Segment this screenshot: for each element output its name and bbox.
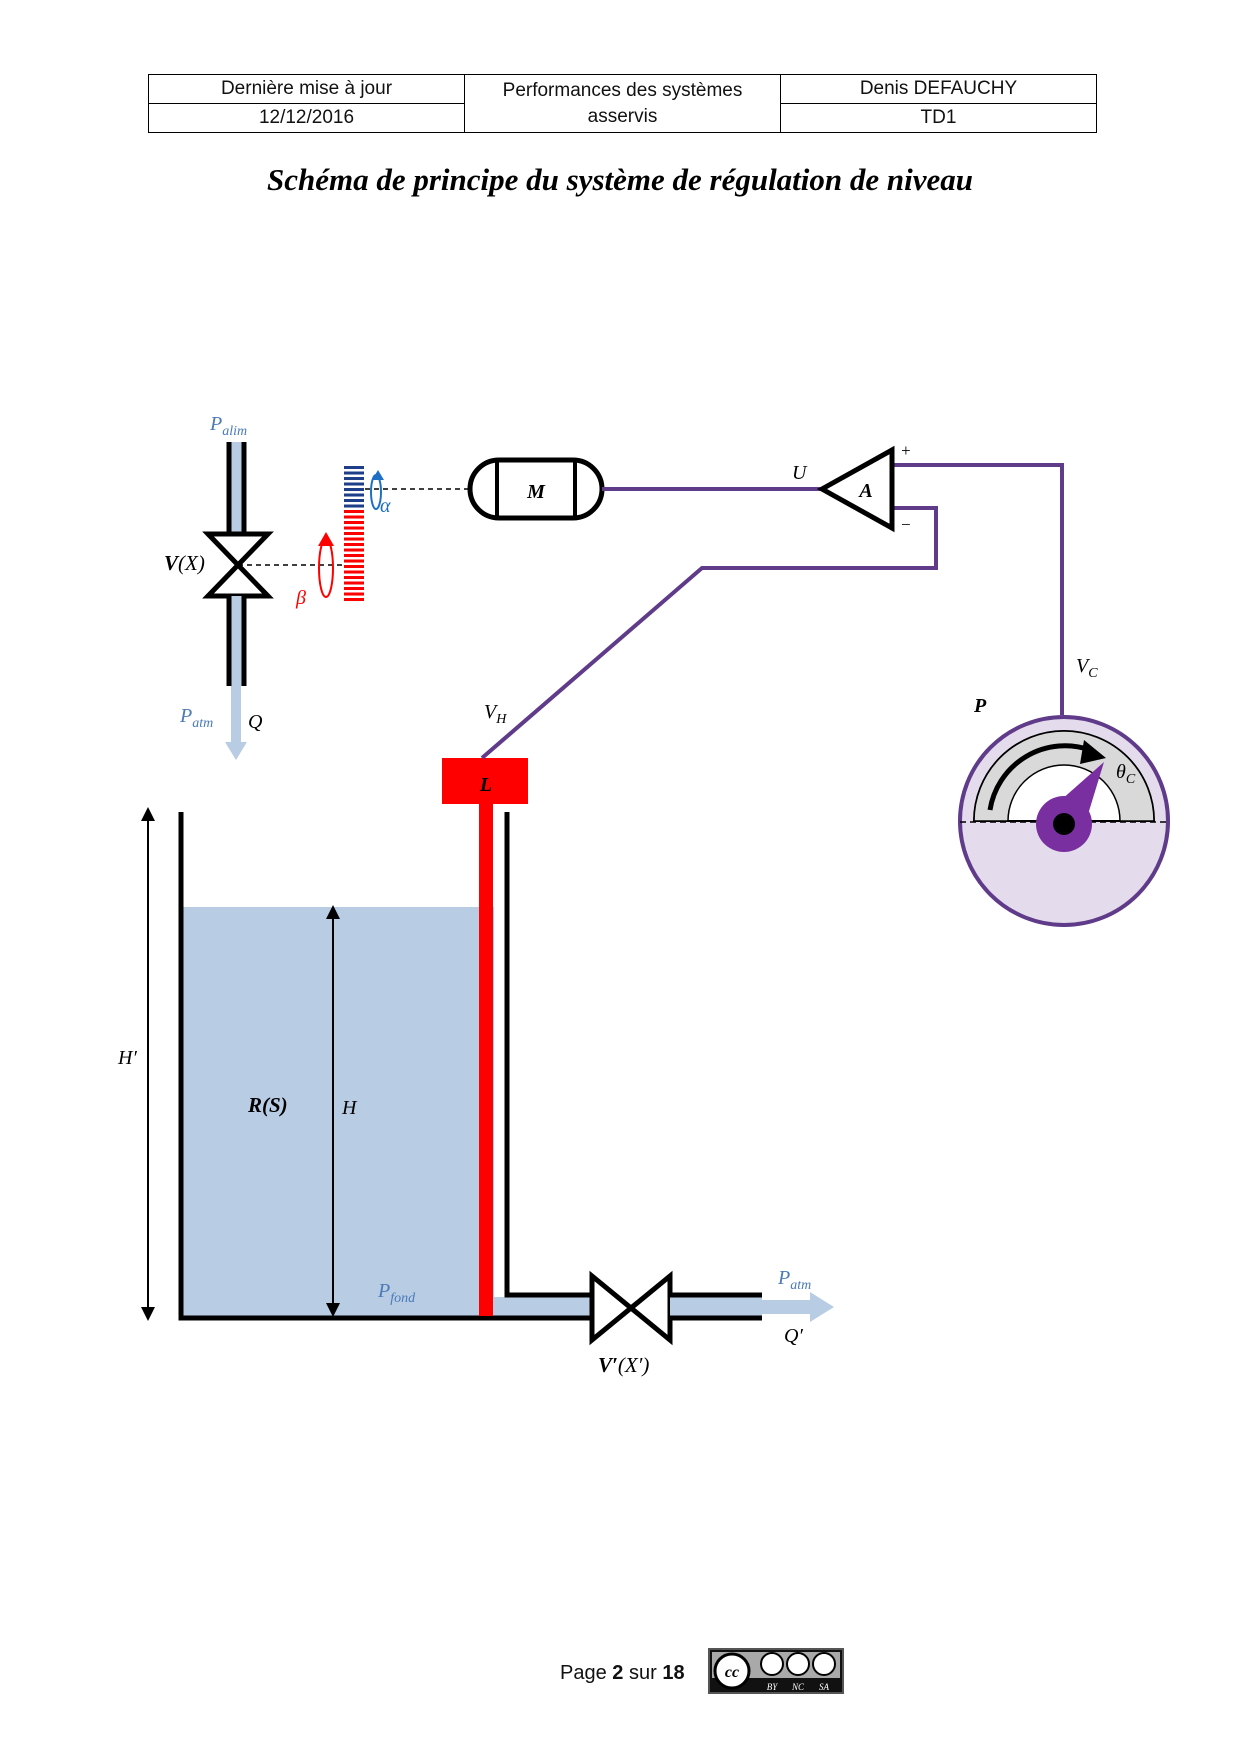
- signal-wires: [480, 463, 1064, 760]
- cc-nc: NC: [791, 1682, 805, 1692]
- cc-license-badge: cc BY NC SA: [708, 1648, 844, 1694]
- red-gear-tooth: [344, 598, 364, 602]
- p-fond-label: Pfond: [377, 1280, 416, 1306]
- doc-id: TD1: [780, 103, 1097, 133]
- outlet-valve[interactable]: [589, 1270, 673, 1346]
- author: Denis DEFAUCHY: [780, 74, 1097, 104]
- page-number: 2: [612, 1662, 624, 1684]
- h-label: H: [341, 1097, 358, 1119]
- blue-gear-tooth: [344, 482, 364, 486]
- nc-icon: [786, 1652, 810, 1676]
- inlet-pipe-water-top: [230, 442, 243, 534]
- potentiometer-knob[interactable]: [1036, 762, 1104, 852]
- plus-sign: +: [900, 441, 911, 460]
- red-gear-tooth: [344, 587, 364, 591]
- p-alim-label: Palim: [209, 413, 247, 439]
- cc-by: BY: [767, 1682, 778, 1692]
- h-prime-label: H′: [117, 1047, 137, 1069]
- red-gear: [344, 510, 364, 602]
- course-title: Performances des systèmes asservis: [464, 74, 781, 133]
- red-gear-tooth: [344, 581, 364, 585]
- blue-gear-tooth: [344, 488, 364, 492]
- level-sensor-rod: [479, 804, 493, 1316]
- alpha-rotation-arrowhead: [372, 470, 384, 480]
- inlet-valve-label: V(X): [164, 551, 205, 575]
- red-gear-tooth: [344, 576, 364, 580]
- blue-gear-tooth: [344, 471, 364, 475]
- course-line2: asservis: [587, 105, 658, 127]
- red-gear-tooth: [344, 565, 364, 569]
- page-total: 18: [662, 1662, 685, 1684]
- outlet-pipe-top: [504, 812, 592, 1298]
- potentiometer-label: P: [973, 695, 987, 717]
- reservoir-label: R(S): [247, 1093, 288, 1117]
- outlet-water: [494, 1297, 590, 1317]
- beta-label: β: [295, 587, 306, 609]
- minus-sign: −: [900, 515, 911, 534]
- last-update-label: Dernière mise à jour: [148, 74, 465, 104]
- red-gear-tooth: [344, 510, 364, 514]
- red-gear-tooth: [344, 554, 364, 558]
- blue-gear-tooth: [344, 466, 364, 470]
- outlet-pipe-water: [670, 1297, 762, 1317]
- motor-label: M: [526, 481, 546, 503]
- beta-rotation-arrowhead: [318, 532, 334, 546]
- page-title: Schéma de principe du système de régulat…: [266, 162, 974, 197]
- u-label: U: [792, 462, 808, 484]
- blue-gear-tooth: [344, 493, 364, 497]
- amplifier-label: A: [857, 480, 872, 502]
- amplifier[interactable]: [816, 445, 895, 533]
- red-gear-tooth: [344, 592, 364, 596]
- red-gear-tooth: [344, 548, 364, 552]
- course-line1: Performances des systèmes: [502, 79, 743, 101]
- sa-icon: [812, 1652, 836, 1676]
- v-h-label: VH: [484, 701, 507, 727]
- red-gear-tooth: [344, 515, 364, 519]
- theta-c-arrowhead: [1080, 740, 1106, 764]
- page-footer: Page 2 sur 18: [560, 1662, 685, 1685]
- level-sensor-head[interactable]: [442, 758, 528, 804]
- q-prime-label: Q′: [784, 1325, 803, 1347]
- blue-gear-tooth: [344, 499, 364, 503]
- by-icon: [760, 1652, 784, 1676]
- theta-c-label: θC: [1116, 761, 1136, 787]
- v-c-label: VC: [1076, 655, 1098, 681]
- cc-sa: SA: [819, 1682, 830, 1692]
- red-gear-tooth: [344, 543, 364, 547]
- page-sur: sur: [628, 1662, 657, 1684]
- page-label: Page: [560, 1662, 607, 1684]
- red-gear-tooth: [344, 570, 364, 574]
- update-date: 12/12/2016: [148, 103, 465, 133]
- p-atm-label: Patm: [179, 705, 213, 731]
- red-gear-tooth: [344, 559, 364, 563]
- inlet-flow-arrow: [225, 686, 247, 760]
- beta-rotation-ellipse: [318, 538, 334, 598]
- outlet-p-atm-label: Patm: [777, 1267, 811, 1293]
- blue-gear-tooth: [344, 477, 364, 481]
- red-gear-tooth: [344, 526, 364, 530]
- sensor-label: L: [479, 774, 492, 796]
- cc-badge-graphic: cc BY NC SA: [712, 1652, 840, 1692]
- outlet-valve-label: V′(X′): [598, 1353, 649, 1377]
- reservoir-water: [183, 907, 494, 1317]
- red-gear-tooth: [344, 537, 364, 541]
- inlet-pipe-water-bottom: [230, 596, 243, 686]
- header-table: Dernière mise à jour Performances des sy…: [148, 74, 1097, 133]
- blue-gear-tooth: [344, 504, 364, 508]
- reservoir-wall: [178, 812, 592, 1321]
- red-gear-tooth: [344, 521, 364, 525]
- alpha-label: α: [380, 495, 391, 517]
- blue-gear: [344, 466, 364, 508]
- q-label: Q: [248, 711, 263, 733]
- outlet-flow-arrow: [762, 1292, 834, 1322]
- red-gear-tooth: [344, 532, 364, 536]
- theta-c-arc-arrow: [987, 743, 1091, 811]
- cc-icon: cc: [725, 1664, 739, 1681]
